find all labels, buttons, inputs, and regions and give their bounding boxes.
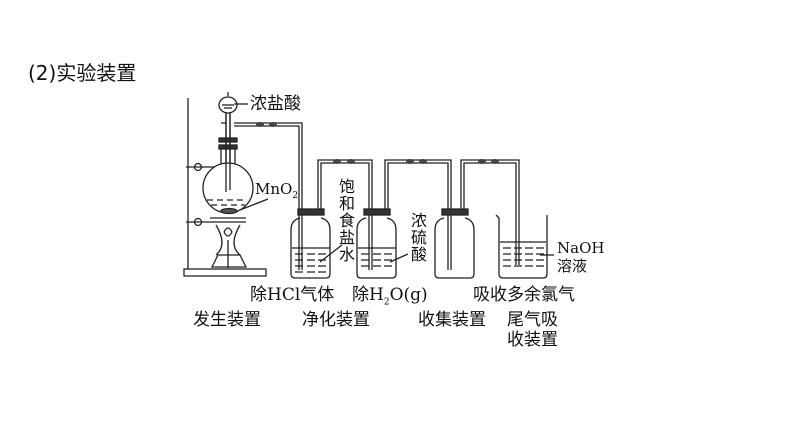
- mno2-subscript: 2: [292, 191, 299, 201]
- gas-washing-bottle-2: [356, 208, 397, 279]
- label-conc-sulfuric-acid: 浓硫酸: [408, 212, 427, 263]
- stage-tail-gas-line1: 尾气吸: [507, 310, 558, 330]
- stage-collection: 收集装置: [418, 310, 486, 330]
- round-bottom-flask: [202, 113, 269, 215]
- label-naoh: NaOH: [557, 239, 605, 257]
- label-solution: 溶液: [557, 257, 588, 275]
- purpose-remove-hcl: 除HCl气体: [250, 285, 335, 305]
- label-saturated-brine: 饱和食盐水: [336, 178, 355, 263]
- h2o-subscript: 2: [383, 297, 390, 308]
- stage-purification: 净化装置: [302, 310, 370, 330]
- label-mno2: MnO2: [255, 182, 298, 201]
- h2o-prefix: 除H: [352, 285, 384, 305]
- section-title: (2)实验装置: [28, 61, 137, 85]
- iron-stand: [183, 98, 267, 277]
- collection-bottle: [434, 208, 475, 279]
- purpose-absorb-chlorine: 吸收多余氯气: [473, 285, 575, 305]
- stage-tail-gas-line2: 收装置: [507, 330, 558, 350]
- alcohol-lamp: [210, 224, 248, 268]
- label-concentrated-hcl: 浓盐酸: [250, 94, 301, 114]
- mno2-text: MnO: [255, 180, 293, 198]
- stage-generation: 发生装置: [193, 310, 261, 330]
- gas-washing-bottle-1: [290, 208, 331, 279]
- h2o-suffix: O(g): [389, 285, 428, 305]
- beaker: [495, 214, 548, 279]
- purpose-remove-h2o: 除H2O(g): [352, 287, 428, 307]
